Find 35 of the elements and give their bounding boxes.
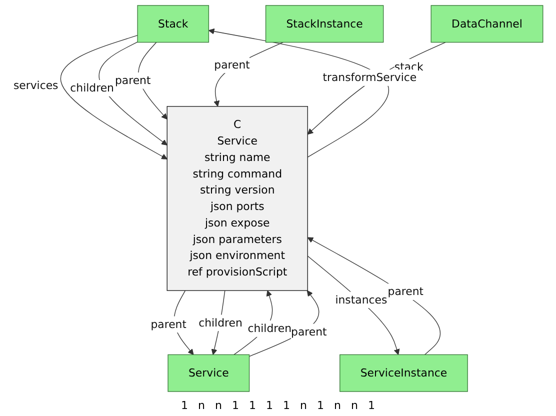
edge-label: parent [290,325,327,338]
edge-label: parent [114,74,151,87]
node-box: C Service string name string command string version json ports json expose json parameters json environment ref provisionScript [166,106,308,291]
node-box: StackInstance [265,5,384,43]
edge-label: services [13,78,58,92]
multiplicity-label: 1 [249,399,256,412]
edge-label: children [248,322,292,335]
edge-label: transformService [322,70,416,84]
edge-label: children [198,316,242,330]
node-box: Service [168,354,250,392]
multiplicity-label: 1 [368,399,375,412]
node-box: Stack [137,5,209,43]
node-box: ServiceInstance [339,354,468,392]
edge-label: children [70,81,114,94]
edge-label: parent [150,318,186,331]
multiplicity-label: n [334,399,341,412]
arrow [307,237,440,356]
multiplicity-label: n [350,399,358,412]
multiplicity-label: n [215,399,222,412]
arrow [214,42,284,107]
node-box: DataChannel [430,5,544,43]
multiplicity-label: n [198,399,206,412]
arrow [208,28,389,158]
arrow [307,256,400,355]
multiplicity-label: 1 [181,399,188,412]
edge-label: parent [388,285,424,298]
edge-label: parent [214,58,250,72]
edge-label: stack [394,60,424,74]
edge-label: instances [335,293,387,306]
multiplicity-label: 1 [316,399,324,412]
multiplicity-label: 1 [266,399,273,412]
multiplicity-label: 1 [283,399,290,412]
multiplicity-label: 1 [232,399,239,412]
multiplicity-label: n [300,399,307,412]
arrow [307,42,446,135]
